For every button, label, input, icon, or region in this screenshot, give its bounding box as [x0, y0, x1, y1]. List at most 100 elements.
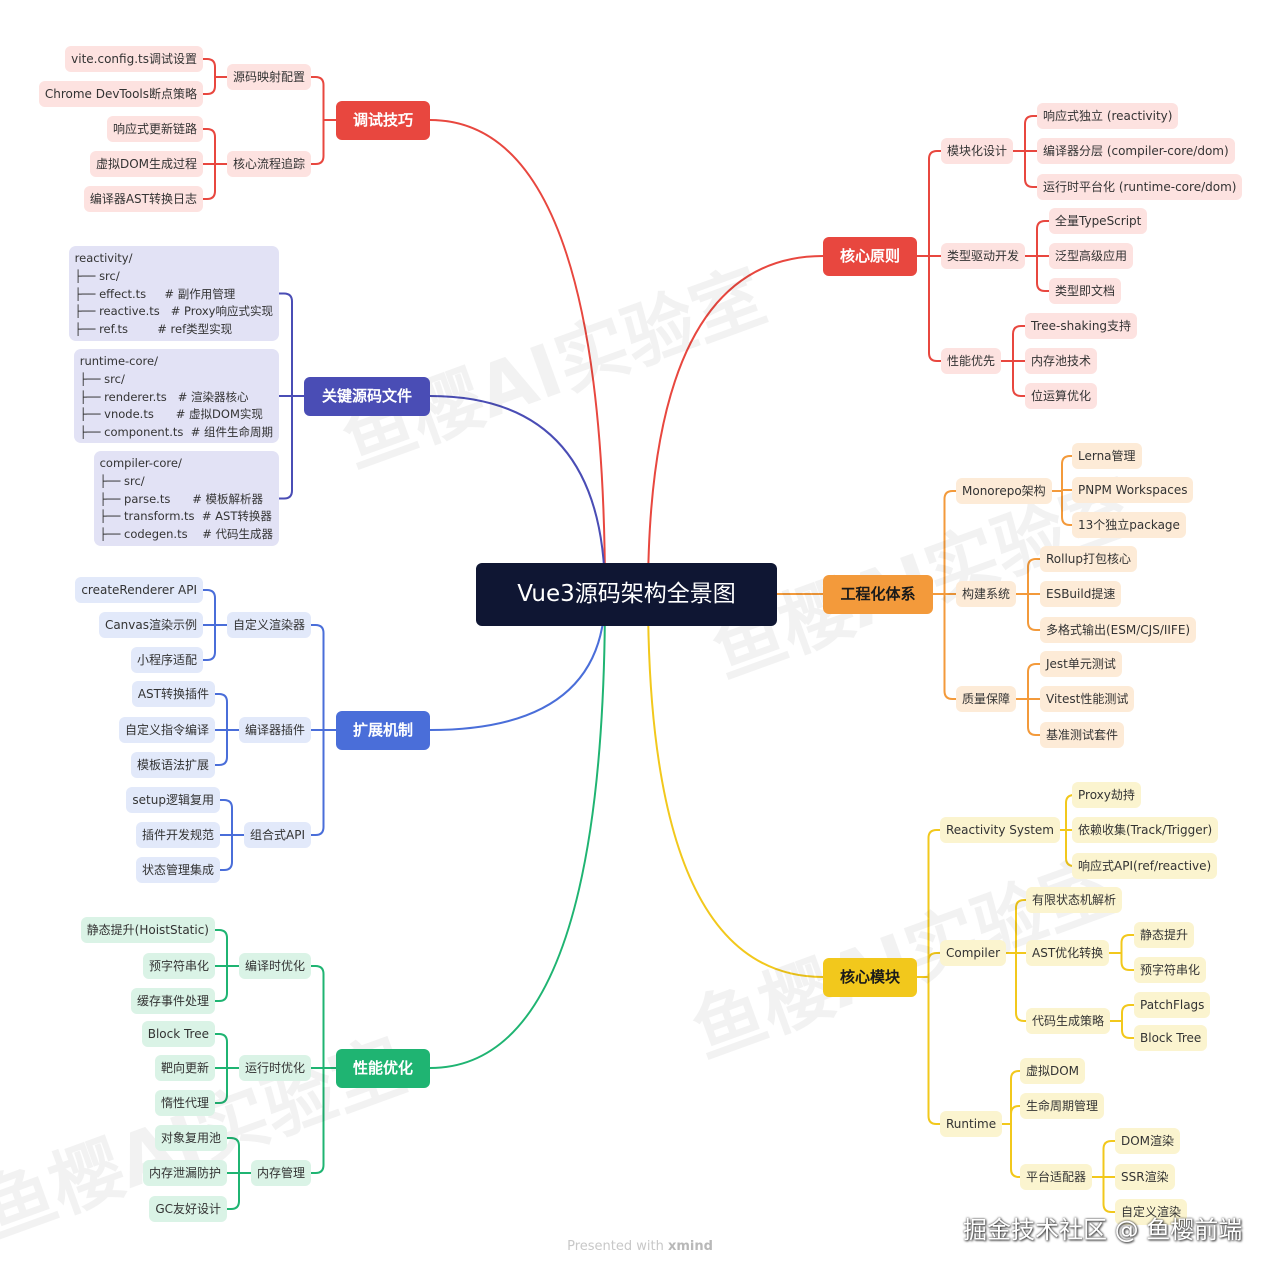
topic-topic[interactable]: 小程序适配	[130, 647, 203, 673]
branch-0[interactable]: 调试技巧	[336, 100, 430, 140]
root-connector	[429, 395, 606, 596]
topic-ast[interactable]: AST转换插件	[131, 681, 215, 707]
topic-topic[interactable]: 自定义指令编译	[118, 717, 215, 743]
footer-prefix: Presented with	[567, 1239, 668, 1254]
branch-2[interactable]: 扩展机制	[336, 710, 430, 750]
connector	[1025, 220, 1049, 257]
topic-track-trigger[interactable]: 依赖收集(Track/Trigger)	[1072, 817, 1219, 843]
topic-tree-shaking[interactable]: Tree-shaking支持	[1025, 313, 1138, 339]
connector	[917, 150, 941, 257]
topic-esm-cjs-iife[interactable]: 多格式输出(ESM/CJS/IIFE)	[1040, 617, 1197, 643]
branch-4[interactable]: 核心原则	[823, 236, 917, 276]
topic-topic[interactable]: 预字符串化	[142, 953, 215, 979]
topic-topic[interactable]: 编译时优化	[238, 953, 311, 979]
topic-topic[interactable]: 运行时优化	[238, 1055, 311, 1081]
topic-topic[interactable]: 模板语法扩展	[130, 752, 215, 778]
code-line: ├── renderer.ts # 渲染器核心	[79, 389, 249, 404]
topic-topic[interactable]: 响应式更新链路	[106, 116, 203, 142]
topic-topic[interactable]: 靶向更新	[154, 1055, 215, 1081]
topic-chrome-devtools[interactable]: Chrome DevTools断点策略	[38, 81, 203, 107]
topic-lerna[interactable]: Lerna管理	[1072, 443, 1142, 469]
connector	[933, 593, 956, 700]
topic-topic[interactable]: 预字符串化	[1134, 957, 1207, 983]
topic-runtime-core-dom[interactable]: 运行时平台化 (runtime-core/dom)	[1037, 174, 1243, 200]
topic-ast[interactable]: AST优化转换	[1026, 940, 1110, 966]
topic-topic[interactable]: 质量保障	[956, 686, 1017, 712]
topic-topic[interactable]: 自定义渲染器	[226, 612, 311, 638]
topic-topic[interactable]: 有限状态机解析	[1026, 887, 1123, 913]
topic-patchflags[interactable]: PatchFlags	[1134, 992, 1211, 1018]
topic-topic[interactable]: 内存管理	[250, 1160, 311, 1186]
topic-topic[interactable]: 生命周期管理	[1020, 1093, 1105, 1119]
topic-setup[interactable]: setup逻辑复用	[126, 787, 220, 813]
topic-topic[interactable]: 类型驱动开发	[941, 243, 1026, 269]
topic-topic[interactable]: 自定义渲染	[1115, 1199, 1188, 1225]
topic-topic[interactable]: 编译器插件	[238, 717, 311, 743]
branch-5[interactable]: 工程化体系	[823, 574, 933, 614]
topic-proxy[interactable]: Proxy劫持	[1072, 782, 1141, 808]
code-line: reactivity/	[74, 251, 133, 265]
topic-jest[interactable]: Jest单元测试	[1040, 651, 1122, 677]
topic-topic[interactable]: 缓存事件处理	[130, 988, 215, 1014]
topic-hoiststatic[interactable]: 静态提升(HoistStatic)	[80, 917, 215, 943]
branch-1[interactable]: 关键源码文件	[304, 376, 430, 416]
topic-topic[interactable]: 位运算优化	[1025, 383, 1098, 409]
topic-block-tree[interactable]: Block Tree	[1134, 1025, 1208, 1051]
topic-reactivity-system[interactable]: Reactivity System	[940, 817, 1060, 843]
topic-dom[interactable]: 虚拟DOM生成过程	[89, 151, 203, 177]
topic-topic[interactable]: 类型即文档	[1049, 278, 1122, 304]
code-line: ├── codegen.ts # 代码生成器	[99, 527, 273, 542]
topic-ast[interactable]: 编译器AST转换日志	[83, 186, 203, 212]
connector	[1110, 1004, 1134, 1022]
topic-createrenderer-api[interactable]: createRenderer API	[75, 577, 203, 603]
topic-pnpm-workspaces[interactable]: PNPM Workspaces	[1072, 477, 1194, 503]
topic-topic[interactable]: 基准测试套件	[1040, 722, 1125, 748]
footer: Presented with xmind	[0, 1239, 1280, 1254]
topic-monorepo[interactable]: Monorepo架构	[956, 478, 1052, 504]
topic-topic[interactable]: 插件开发规范	[135, 822, 220, 848]
topic-topic[interactable]: 构建系统	[956, 581, 1017, 607]
code-line: runtime-core/	[79, 354, 158, 368]
topic-dom[interactable]: DOM渲染	[1115, 1128, 1181, 1154]
topic-topic[interactable]: 惰性代理	[154, 1090, 215, 1116]
topic-topic[interactable]: 平台适配器	[1020, 1164, 1093, 1190]
branch-6[interactable]: 核心模块	[823, 957, 917, 997]
topic-topic[interactable]: 模块化设计	[941, 138, 1014, 164]
footer-brand: xmind	[667, 1239, 713, 1254]
topic-dom[interactable]: 虚拟DOM	[1020, 1058, 1086, 1084]
topic-topic[interactable]: 内存泄漏防护	[142, 1160, 227, 1186]
topic-compiler-core-dom[interactable]: 编译器分层 (compiler-core/dom)	[1037, 138, 1235, 164]
connector	[1092, 1176, 1115, 1213]
topic-canvas[interactable]: Canvas渲染示例	[98, 612, 203, 638]
topic-rollup[interactable]: Rollup打包核心	[1040, 546, 1138, 572]
topic-13-package[interactable]: 13个独立package	[1072, 512, 1186, 538]
topic-block-tree[interactable]: Block Tree	[141, 1021, 215, 1047]
topic-topic[interactable]: 内存池技术	[1025, 348, 1098, 374]
topic-vitest[interactable]: Vitest性能测试	[1040, 686, 1135, 712]
topic-topic[interactable]: 源码映射配置	[226, 64, 311, 90]
topic-topic[interactable]: 泛型高级应用	[1049, 243, 1134, 269]
topic-runtime[interactable]: Runtime	[940, 1111, 1003, 1137]
topic-topic[interactable]: 对象复用池	[154, 1125, 227, 1151]
topic-reactivity[interactable]: 响应式独立 (reactivity)	[1037, 103, 1179, 129]
connector	[215, 729, 239, 766]
topic-esbuild[interactable]: ESBuild提速	[1040, 581, 1122, 607]
topic-compiler[interactable]: Compiler	[940, 940, 1007, 966]
topic-ssr[interactable]: SSR渲染	[1115, 1164, 1175, 1190]
code-line: ├── src/	[99, 473, 145, 488]
topic-topic[interactable]: 状态管理集成	[135, 857, 220, 883]
topic-typescript[interactable]: 全量TypeScript	[1049, 208, 1148, 234]
branch-3[interactable]: 性能优化	[336, 1048, 430, 1088]
connector	[311, 965, 336, 1069]
topic-topic[interactable]: 核心流程追踪	[226, 151, 311, 177]
topic-api-ref-reactive[interactable]: 响应式API(ref/reactive)	[1072, 853, 1218, 879]
root-connector	[429, 594, 606, 731]
topic-topic[interactable]: 代码生成策略	[1026, 1008, 1111, 1034]
topic-api[interactable]: 组合式API	[244, 822, 311, 848]
code-line: ├── src/	[79, 371, 125, 386]
topic-vite-config-ts[interactable]: vite.config.ts调试设置	[65, 46, 203, 72]
root-topic[interactable]: Vue3源码架构全景图	[476, 563, 777, 626]
topic-gc[interactable]: GC友好设计	[149, 1196, 227, 1222]
topic-topic[interactable]: 性能优先	[941, 348, 1002, 374]
topic-topic[interactable]: 静态提升	[1134, 922, 1195, 948]
